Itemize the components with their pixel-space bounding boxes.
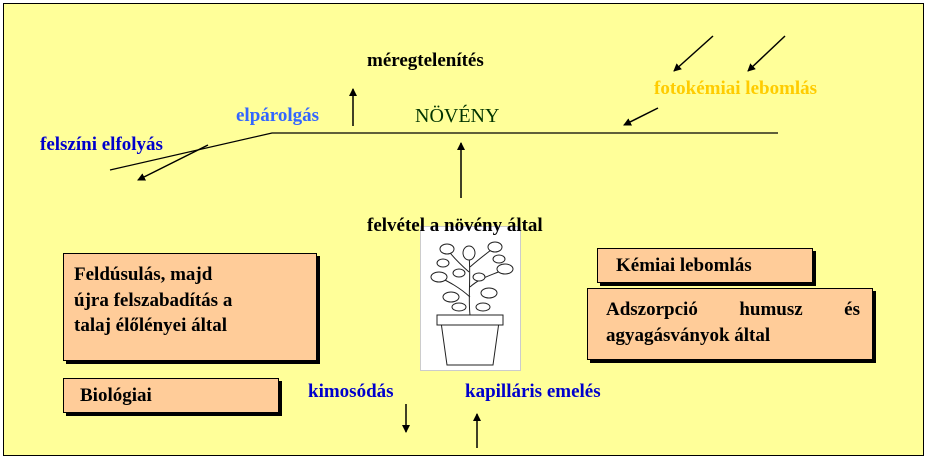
box-enrichment-line3: talaj élőlényei által: [74, 315, 228, 337]
box-chemical-text: Kémiai lebomlás: [616, 255, 752, 276]
label-evaporation: elpárolgás: [236, 105, 320, 126]
box-adsorption-line1: Adszorpció humusz és: [606, 299, 860, 320]
label-photochemical-degradation: fotokémiai lebomlás: [654, 78, 818, 99]
box-adsorption-line2: agyagásványok által: [606, 324, 771, 346]
label-surface-runoff: felszíni elfolyás: [40, 134, 163, 155]
label-detoxification: méregtelenítés: [367, 50, 484, 71]
label-plant-uptake: felvétel a növény által: [367, 215, 543, 236]
runoff-arrow: [137, 144, 209, 181]
label-capillary-rise: kapilláris emelés: [465, 381, 601, 402]
box-chemical-degradation: Kémiai lebomlás: [597, 248, 813, 283]
light-arrow-1: [673, 35, 714, 72]
box-enrichment: Feldúsulás, majd újra felszabadítás a ta…: [63, 253, 317, 361]
label-leaching: kimosódás: [308, 381, 394, 402]
surface-line: [109, 132, 778, 171]
box-biological-text: Biológiai: [80, 385, 152, 406]
box-enrichment-line2: újra felszabadítás a: [74, 289, 233, 311]
potted-plant-icon: [420, 226, 521, 371]
label-plant-title: NÖVÉNY: [415, 105, 500, 127]
box-adsorption: Adszorpció humusz és agyagásványok által: [587, 288, 873, 360]
box-enrichment-line1: Feldúsulás, majd: [74, 264, 213, 285]
box-biological: Biológiai: [63, 378, 279, 413]
light-arrow-2: [747, 35, 786, 72]
photochemical-arrow: [623, 107, 659, 126]
